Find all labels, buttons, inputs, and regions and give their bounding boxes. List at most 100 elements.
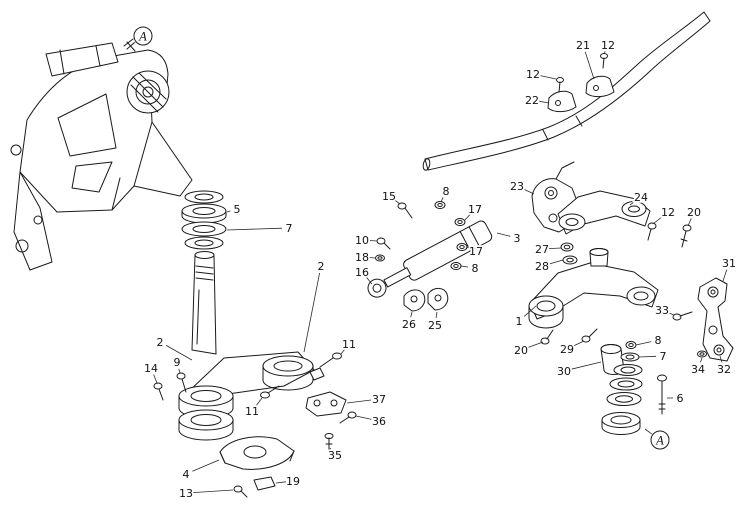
callout-label: 20: [687, 206, 701, 219]
view-marker-label: A: [138, 29, 147, 43]
leader-line: [584, 51, 595, 80]
frame-bolt: [123, 38, 136, 52]
callout-label: 31: [722, 257, 736, 270]
leader-line: [226, 210, 231, 213]
callout-label: 32: [717, 363, 731, 376]
bolt-15: [397, 202, 413, 219]
diagram-line-art: [10, 11, 734, 498]
clip-19: [253, 476, 276, 491]
callout-label: 8: [655, 334, 662, 347]
handlebar: [422, 11, 711, 171]
callout-label: 9: [174, 356, 181, 369]
bolt-20-upper: [680, 224, 692, 248]
leader-line: [165, 345, 193, 361]
callout-label: 35: [328, 449, 342, 462]
callout-label: 14: [144, 362, 158, 375]
callout-label: 3: [514, 232, 521, 245]
leader-line: [523, 305, 537, 317]
leader-line: [719, 355, 723, 363]
bolt-14: [153, 382, 164, 401]
callout-label: 16: [355, 266, 369, 279]
leader-line: [573, 340, 585, 347]
bolt-12-top: [600, 53, 608, 69]
callout-label: 7: [660, 350, 667, 363]
leader-line: [464, 213, 471, 221]
bolt-10: [376, 237, 391, 250]
leader-line: [496, 232, 511, 237]
callout-label: 15: [382, 190, 396, 203]
leader-line: [132, 41, 136, 45]
bolt-13: [233, 485, 248, 498]
callout-label: 22: [525, 94, 539, 107]
bracket-25: [427, 287, 449, 311]
bolt-6: [657, 374, 667, 415]
leader-line: [178, 368, 181, 374]
bolt-20-left: [540, 329, 554, 345]
callout-label: 30: [557, 365, 571, 378]
callout-label: 11: [342, 338, 356, 351]
leader-line: [527, 341, 544, 348]
bearing-stack: [181, 190, 227, 250]
washer-28: [562, 255, 578, 265]
leader-line: [192, 459, 220, 472]
leader-line: [329, 447, 332, 450]
view-marker-label: A: [655, 433, 664, 447]
callout-label: 12: [661, 206, 675, 219]
bolt-11-lower: [260, 385, 280, 399]
leader-line: [570, 361, 602, 370]
callout-label: 21: [576, 39, 590, 52]
leader-line: [368, 257, 376, 259]
leader-line: [644, 428, 653, 435]
frame: [10, 38, 193, 271]
leader-line: [368, 240, 378, 242]
callout-label: 19: [286, 475, 300, 488]
lower-bracket-4: [219, 436, 295, 470]
callout-label: 4: [183, 468, 190, 481]
callout-label: 2: [157, 336, 164, 349]
callout-label: 8: [472, 262, 479, 275]
callout-label: 7: [286, 222, 293, 235]
riser-clamp-24: [557, 190, 651, 235]
callout-label: 36: [372, 415, 386, 428]
bracket-26: [403, 289, 426, 312]
leader-line: [410, 311, 413, 318]
callout-label: 26: [402, 318, 416, 331]
leader-line: [346, 399, 373, 404]
washer-17-upper: [454, 218, 466, 226]
right-washer-stack: [601, 341, 643, 435]
view-marker-circle: [133, 26, 153, 46]
bolt-12-lower: [647, 222, 657, 241]
leader-line: [523, 188, 535, 195]
leader-line: [629, 200, 636, 206]
callout-label: 17: [468, 203, 482, 216]
bolt-29: [581, 328, 598, 343]
nut-8-damper-upper: [434, 201, 446, 209]
callout-label: 6: [677, 392, 684, 405]
leader-line: [668, 312, 675, 316]
leader-line: [355, 415, 373, 420]
callout-label: 29: [560, 343, 574, 356]
top-yoke-1: [528, 248, 659, 329]
bracket-37: [305, 391, 347, 417]
bolt-35: [324, 433, 334, 451]
callout-label: 12: [526, 68, 540, 81]
bolt-12-left: [556, 77, 564, 93]
bolt-9: [176, 372, 187, 393]
leader-line: [687, 218, 692, 227]
leader-line: [303, 272, 320, 353]
steering-stem: [191, 251, 217, 355]
callout-label: 5: [234, 203, 241, 216]
clamp-21: [585, 75, 615, 98]
washer-34: [697, 350, 707, 358]
callout-label: 28: [535, 260, 549, 273]
leader-line: [435, 311, 438, 319]
nut-8-damper-lower: [450, 262, 462, 270]
left-fasteners: [153, 352, 357, 451]
callout-label: 25: [428, 319, 442, 332]
bottom-yoke: [178, 351, 325, 441]
callout-label: 23: [510, 180, 524, 193]
bolt-11-upper: [319, 352, 342, 368]
